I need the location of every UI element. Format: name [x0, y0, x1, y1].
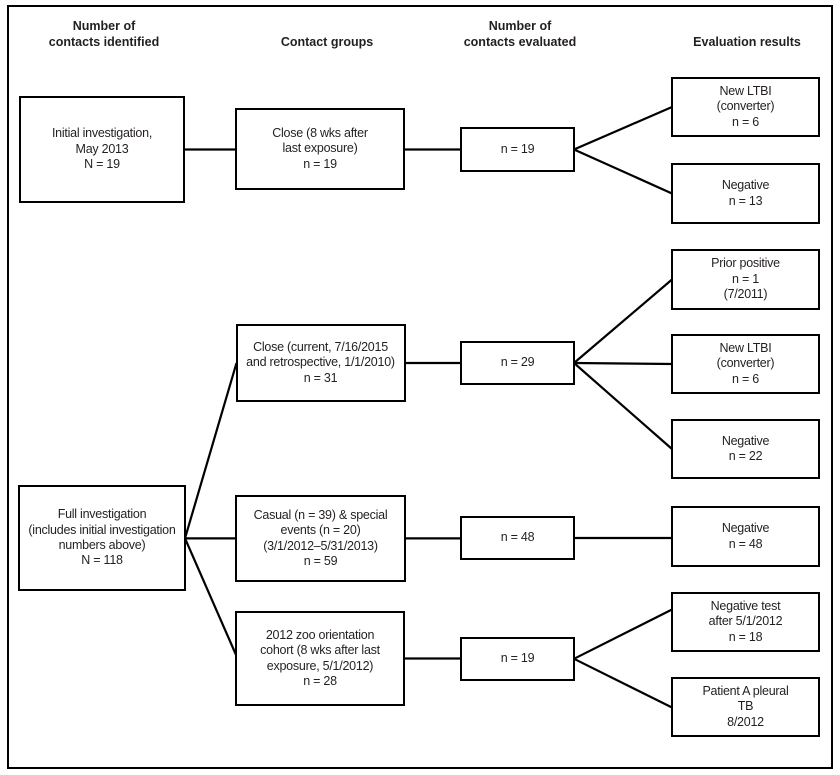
node-text-line: N = 19 — [84, 157, 120, 172]
connector-eval19b-to-negtest — [573, 608, 673, 660]
node-text-line: Close (8 wks after — [272, 125, 368, 140]
connector-eval19-to-negative13 — [573, 148, 673, 195]
node-initial-investigation: Initial investigation, May 2013 N = 19 — [19, 96, 185, 203]
node-text-line: May 2013 — [75, 141, 129, 156]
connector-eval19b-to-patient — [573, 657, 673, 709]
node-text-line: (7/2011) — [723, 287, 768, 302]
header-evaluation-results: Evaluation results — [627, 34, 840, 50]
node-text-line: Initial investigation, — [51, 126, 153, 141]
node-text-line: Casual (n = 39) & special — [253, 507, 388, 522]
connector-eval19-to-newltbi — [573, 105, 673, 151]
node-text-line: last exposure) — [282, 141, 358, 156]
node-casual: Casual (n = 39) & special events (n = 20… — [235, 495, 406, 582]
node-text-line: n = 48 — [500, 530, 535, 545]
connector-eval29-to-negative22 — [573, 362, 673, 450]
node-text-line: TB — [737, 699, 754, 714]
node-text-line: Prior positive — [711, 256, 780, 271]
node-eval-close-initial: n = 19 — [460, 127, 575, 172]
node-text-line: Negative — [721, 433, 770, 448]
node-result-new-ltbi-full: New LTBI (converter) n = 6 — [671, 334, 820, 394]
node-result-patient-a: Patient A pleural TB 8/2012 — [671, 677, 820, 737]
node-result-negative-initial: Negative n = 13 — [671, 163, 820, 224]
node-text-line: n = 13 — [728, 193, 763, 208]
node-text-line: n = 29 — [500, 355, 535, 370]
node-full-investigation: Full investigation (includes initial inv… — [18, 485, 186, 591]
node-text-line: 2012 zoo orientation — [265, 627, 375, 642]
node-close-full: Close (current, 7/16/2015 and retrospect… — [235, 324, 406, 402]
node-eval-close-full: n = 29 — [460, 341, 575, 385]
node-text-line: (converter) — [716, 99, 775, 114]
node-text-line: Close (current, 7/16/2015 — [253, 339, 388, 354]
header-line: Evaluation results — [693, 34, 801, 49]
header-line: contacts identified — [48, 34, 160, 49]
node-text-line: cohort (8 wks after last — [260, 643, 380, 658]
node-result-negative-close: Negative n = 22 — [671, 419, 820, 479]
node-text-line: n = 59 — [303, 553, 338, 568]
node-text-line: (converter) — [716, 356, 775, 371]
figure-border — [7, 5, 833, 769]
node-result-negative-casual: Negative n = 48 — [671, 506, 820, 567]
node-text-line: events (n = 20) — [280, 523, 361, 538]
node-text-line: Negative — [721, 178, 770, 193]
node-text-line: Patient A pleural — [702, 683, 789, 698]
connector-full-to-closefull — [183, 362, 238, 539]
node-text-line: 8/2012 — [727, 714, 764, 729]
node-text-line: Full investigation — [57, 507, 147, 522]
connector-full-to-zoo — [183, 537, 238, 657]
header-contacts-evaluated: Number of contacts evaluated — [400, 18, 640, 50]
node-result-prior-positive: Prior positive n = 1 (7/2011) — [671, 249, 820, 310]
node-text-line: and retrospective, 1/1/2010) — [246, 355, 395, 370]
node-text-line: n = 18 — [728, 629, 763, 644]
node-text-line: New LTBI — [719, 340, 772, 355]
node-text-line: n = 48 — [728, 536, 763, 551]
node-text-line: numbers above) — [58, 538, 146, 552]
node-text-line: n = 19 — [500, 651, 535, 666]
node-zoo-cohort: 2012 zoo orientation cohort (8 wks after… — [235, 611, 405, 706]
node-close-initial: Close (8 wks after last exposure) n = 19 — [235, 108, 405, 190]
node-text-line: n = 28 — [303, 673, 337, 688]
header-line: Number of — [488, 18, 552, 33]
connector-eval29-to-prior — [573, 278, 673, 364]
connector-eval29-to-newltbi2 — [573, 361, 673, 366]
node-eval-casual: n = 48 — [460, 516, 575, 560]
node-text-line: n = 6 — [732, 114, 759, 129]
header-line: Contact groups — [280, 34, 374, 49]
node-text-line: after 5/1/2012 — [708, 614, 783, 629]
node-text-line: n = 19 — [500, 141, 535, 156]
node-result-new-ltbi-initial: New LTBI (converter) n = 6 — [671, 77, 820, 137]
node-text-line: New LTBI — [719, 83, 772, 98]
node-text-line: n = 6 — [732, 371, 759, 386]
node-text-line: exposure, 5/1/2012) — [266, 658, 374, 673]
header-contact-groups: Contact groups — [207, 34, 447, 50]
node-text-line: (includes initial investigation — [28, 522, 176, 537]
node-eval-zoo: n = 19 — [460, 637, 575, 681]
header-contacts-identified: Number of contacts identified — [0, 18, 224, 50]
node-result-negative-test: Negative test after 5/1/2012 n = 18 — [671, 592, 820, 652]
node-text-line: n = 22 — [728, 449, 763, 463]
node-text-line: n = 19 — [303, 156, 337, 171]
node-text-line: n = 31 — [303, 370, 338, 385]
header-line: contacts evaluated — [463, 34, 577, 49]
node-text-line: Negative test — [710, 598, 781, 613]
node-text-line: Negative — [721, 521, 770, 536]
node-text-line: N = 118 — [81, 553, 123, 568]
header-line: Number of — [72, 18, 136, 33]
node-text-line: n = 1 — [732, 271, 759, 286]
node-text-line: (3/1/2012–5/31/2013) — [263, 538, 378, 553]
